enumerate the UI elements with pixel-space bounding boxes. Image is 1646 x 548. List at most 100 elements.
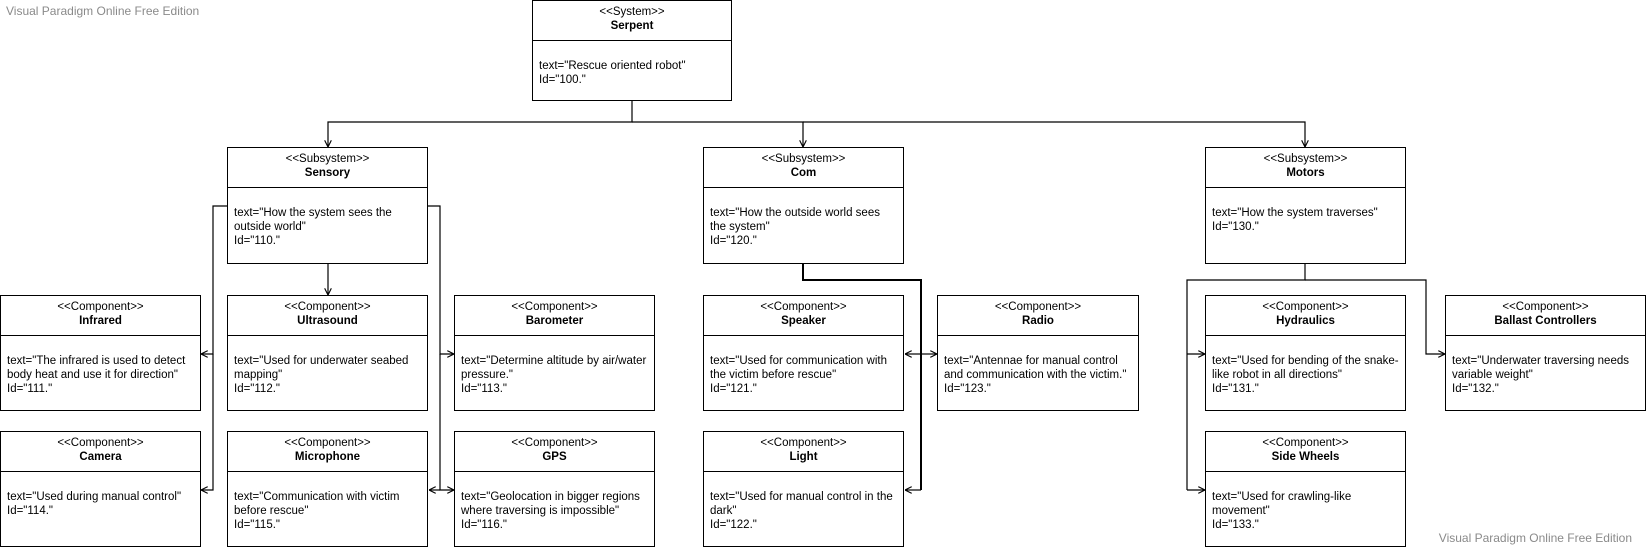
block-name: Barometer [525,315,584,327]
block-name: Radio [1022,315,1054,327]
block-body: text="Used for crawling-like movement" Id… [1206,472,1405,532]
link-sensory-barometer [428,205,454,354]
block-light[interactable]: <<Component>> Light text="Used for manual … [703,431,904,547]
block-body: text="Underwater traversing needs variab… [1446,336,1645,396]
block-id: Id="112." [234,383,280,395]
block-body: text="Used during manual control"Id="114… [1,472,200,518]
block-text: text="Antennae for manual control and co… [944,355,1127,381]
block-serpent[interactable]: <<System>> Serpent text="Rescue oriented r… [532,0,732,101]
block-body: text="Communication with victim before r… [228,472,427,532]
block-header: <<Component>>Radio [938,296,1138,336]
block-text: text="Rescue oriented robot" [539,60,686,72]
block-header: <<Component>>Camera [1,432,200,472]
block-name: Sensory [304,167,351,179]
block-ballast[interactable]: <<Component>> Ballast Controllers text="Un… [1445,295,1646,411]
block-header: <<Subsystem>>Com [704,148,903,188]
block-text: text="How the system traverses" [1212,207,1378,219]
block-stereotype: <<Component>> [284,437,371,449]
block-text: text="Used for communication with the vi… [710,355,891,381]
block-id: Id="121." [710,383,757,395]
block-body: text="Geolocation in bigger regions wher… [455,472,654,532]
block-ultrasound[interactable]: <<Component>> Ultrasound text="Used for un… [227,295,428,411]
block-body: text="Determine altitude by air/water pr… [455,336,654,396]
link-sensory-gps [439,354,454,490]
block-stereotype: <<System>> [599,6,665,18]
block-stereotype: <<Component>> [1262,437,1349,449]
block-name: Hydraulics [1276,315,1335,327]
link-com-branch [802,264,922,490]
block-id: Id="130." [1212,221,1259,233]
block-barometer[interactable]: <<Component>> Barometer text="Determine al… [454,295,655,411]
block-text: text="How the outside world sees the sys… [710,207,884,233]
block-body: text="How the outside world sees the sys… [704,188,903,248]
block-header: <<Component>>Infrared [1,296,200,336]
block-text: text="Underwater traversing needs variab… [1452,355,1633,381]
block-stereotype: <<Component>> [284,301,371,313]
block-text: text="Used for bending of the snake-like… [1212,355,1399,381]
block-text: text="Used for crawling-like movement" [1212,491,1355,517]
block-id: Id="123." [944,383,991,395]
block-name: Light [789,451,818,463]
block-body: text="Used for communication with the vi… [704,336,903,396]
block-text: text="The infrared is used to detect bod… [7,355,189,381]
block-name: Com [790,167,817,179]
block-text: text="Determine altitude by air/water pr… [461,355,650,381]
block-microphone[interactable]: <<Component>> Microphone text="Communicati… [227,431,428,547]
block-id: Id="132." [1452,383,1499,395]
block-body: text="How the system traverses" Id="130." [1206,188,1405,234]
block-header: <<Component>>Speaker [704,296,903,336]
block-hydraulics[interactable]: <<Component>> Hydraulics text="Used for be… [1205,295,1406,411]
block-radio[interactable]: <<Component>>Radio text="Antennae for man… [937,295,1139,411]
block-sidewheels[interactable]: <<Component>> Side Wheels text="Used for c… [1205,431,1406,547]
block-name: Ballast Controllers [1494,315,1597,327]
block-motors[interactable]: <<Subsystem>> Motors text="How the system … [1205,147,1406,264]
block-header: <<Component>> Hydraulics [1206,296,1405,336]
block-body: text="Antennae for manual control and co… [938,336,1138,396]
block-header: <<Component>> Ballast Controllers [1446,296,1645,336]
link-motors-branch [1186,264,1306,490]
block-id: Id="133." [1212,519,1259,531]
block-name: Microphone [294,451,361,463]
block-infrared[interactable]: <<Component>>Infrared text="The infrared … [0,295,201,411]
block-header: <<Component>> Barometer [455,296,654,336]
block-name: Side Wheels [1271,451,1340,463]
block-com[interactable]: <<Subsystem>>Com text="How the outside wo… [703,147,904,264]
block-header: <<Subsystem>> Motors [1206,148,1405,188]
block-stereotype: <<Component>> [511,437,598,449]
link-motors-ballast [1305,279,1445,354]
block-stereotype: <<Component>> [57,437,144,449]
block-body: text="Used for bending of the snake-like… [1206,336,1405,396]
block-name: Ultrasound [297,315,358,327]
block-header: <<Component>> Side Wheels [1206,432,1405,472]
block-speaker[interactable]: <<Component>>Speaker text="Used for commu… [703,295,904,411]
block-body: text="How the system sees the outside wo… [228,188,427,248]
block-id: Id="122." [710,519,757,531]
link-serpent-com [632,121,803,147]
block-id: Id="115." [234,519,280,531]
block-stereotype: <<Component>> [1502,301,1589,313]
block-stereotype: <<Component>> [760,437,847,449]
block-name: Motors [1286,167,1325,179]
block-name: Serpent [610,20,654,32]
block-id: Id="120." [710,235,757,247]
block-text: text="How the system sees the outside wo… [234,207,396,233]
block-gps[interactable]: <<Component>> GPS text="Geolocation in big… [454,431,655,547]
block-body: text="The infrared is used to detect bod… [1,336,200,396]
block-stereotype: <<Component>> [1262,301,1349,313]
block-id: Id="110." [234,235,280,247]
block-name: Speaker [781,315,826,327]
block-name: Infrared [79,315,122,327]
block-text: text="Used for manual control in the dar… [710,491,896,517]
block-stereotype: <<Subsystem>> [285,153,370,165]
block-header: <<Component>> Ultrasound [228,296,427,336]
block-name: GPS [542,451,567,463]
block-header: <<Subsystem>> Sensory [228,148,427,188]
block-stereotype: <<Component>> [511,301,598,313]
block-header: <<Component>> Light [704,432,903,472]
block-header: <<Component>> GPS [455,432,654,472]
block-sensory[interactable]: <<Subsystem>> Sensory text="How the system… [227,147,428,264]
block-stereotype: <<Subsystem>> [1263,153,1348,165]
block-body: text="Used for underwater seabed mapping… [228,336,427,396]
watermark-top-left: Visual Paradigm Online Free Edition [6,4,200,18]
